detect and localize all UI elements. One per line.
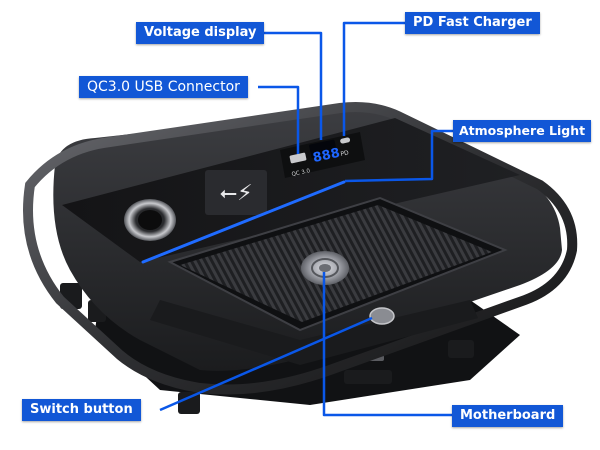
usb-symbol-panel	[205, 170, 267, 215]
voltage-display-callout: Voltage display	[136, 22, 265, 44]
qc-usb-port	[289, 152, 307, 164]
control-panel	[62, 118, 520, 262]
switch-leader	[159, 316, 373, 412]
switch-button	[369, 307, 395, 325]
atmosphere-leader	[344, 129, 453, 183]
lower-recess	[150, 300, 478, 365]
pd-port-label: PD	[340, 149, 350, 158]
atmosphere-light-strip	[141, 180, 346, 264]
mount-clip	[448, 340, 474, 358]
qc-port-label: QC 3.0	[291, 168, 311, 178]
pd-fast-charger-callout: PD Fast Charger	[405, 12, 540, 34]
callout-lines	[159, 21, 453, 417]
qc-connector-callout: QC3.0 USB Connector	[79, 76, 248, 98]
mount-clip	[178, 392, 200, 414]
voltage-display-digits: 888	[312, 146, 342, 166]
mount-clip	[344, 370, 392, 384]
charger-rim	[23, 102, 578, 395]
motherboard-callout: Motherboard	[452, 405, 564, 427]
atmosphere-light-callout: Atmosphere Light	[453, 120, 592, 142]
pd-usb-c-port	[340, 137, 351, 144]
voltage-display	[309, 139, 337, 159]
voltage-leader	[258, 31, 323, 140]
usb-icon: ⭠⚡	[219, 181, 252, 206]
switch-button-callout: Switch button	[22, 399, 141, 421]
motherboard-leader	[322, 272, 452, 417]
pd-leader	[342, 21, 405, 136]
qc-leader	[258, 85, 300, 154]
